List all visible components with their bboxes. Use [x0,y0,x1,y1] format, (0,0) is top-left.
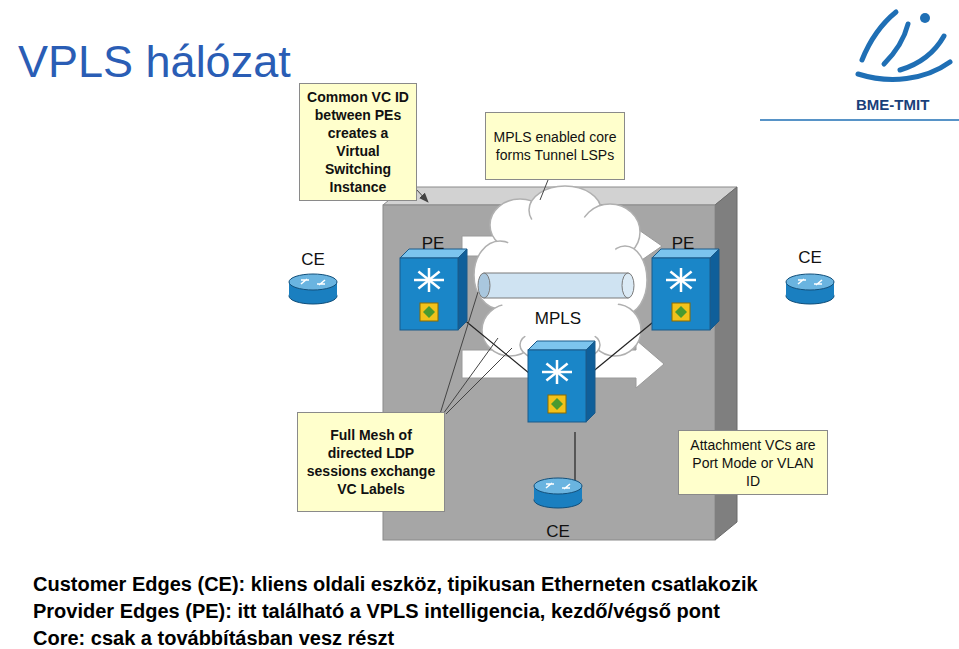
ce-label: CE [528,512,588,542]
callout-box: Attachment VCs are Port Mode or VLAN ID [678,430,828,495]
icon-part [289,274,337,290]
icon-part [458,249,467,330]
icon-part [652,258,710,330]
icon-part [557,372,568,380]
icon-part [429,280,440,288]
header-rule [760,119,959,121]
note-line: Core: csak a továbbításban vesz részt [33,627,394,649]
cloud-label: MPLS [510,309,606,339]
device-name: PE [672,234,695,254]
callout-text: Attachment VCs are Port Mode or VLAN ID [685,436,821,490]
icon-part [798,279,822,285]
icon-part [551,398,563,410]
icon-part [670,280,681,288]
ce-label: CE [280,250,346,280]
pe-label: PE [648,234,718,264]
device-name: CE [546,522,570,542]
org-label: BME-TMIT [856,96,929,113]
device-name: PE [422,234,445,254]
icon-part [670,272,681,280]
icon-part [548,395,566,413]
note-line: Customer Edges (CE): kliens oldali eszkö… [33,573,758,596]
icon-part [710,249,719,330]
icon-part [418,272,429,280]
callout-box: Full Mesh of directed LDP sessions excha… [297,412,445,512]
callout-box: MPLS enabled core forms Tunnel LSPs [485,112,625,180]
icon-part [546,483,570,489]
lsp-tunnel [478,273,634,298]
ce-label: CE [777,248,843,278]
icon-part [429,272,440,280]
icon-part [400,258,458,330]
note-line: Provider Edges (PE): itt található a VPL… [33,600,720,623]
cloud-name: MPLS [535,309,581,329]
icon-part [557,364,568,372]
icon-part [672,303,690,321]
icon-part [681,272,692,280]
callout-box: Common VC ID between PEs creates a Virtu… [299,83,417,201]
icon-part [546,364,557,372]
mpls-cloud [474,186,647,363]
icon-part [586,341,595,422]
device-name: CE [798,248,822,268]
callout-text: Common VC ID between PEs creates a Virtu… [306,88,410,196]
mesh-lines [440,300,680,505]
callout-text: Full Mesh of directed LDP sessions excha… [304,426,438,498]
icon-part [418,280,429,288]
icon-part [528,350,586,422]
icon-part [546,372,557,380]
callout-text: MPLS enabled core forms Tunnel LSPs [492,128,618,164]
icon-part [534,478,582,494]
icon-part [301,279,325,285]
icon-part [420,303,438,321]
icon-part [681,280,692,288]
pe-switch [528,341,595,350]
device-name: CE [301,250,325,270]
icon-part [786,274,834,290]
logo [858,12,950,79]
pe-label: PE [398,234,468,264]
icon-part [423,306,435,318]
icon-part [675,306,687,318]
page-title: VPLS hálózat [18,36,291,88]
